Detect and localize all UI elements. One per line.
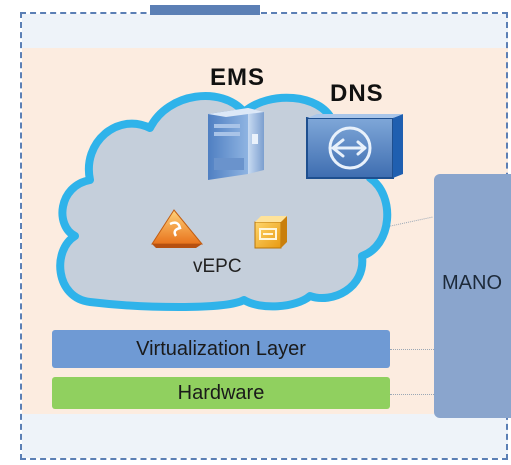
mano-label: MANO [442, 272, 502, 294]
cube-node-icon[interactable] [249, 216, 289, 252]
frame-top-strip [22, 14, 508, 48]
frame-top-tab [150, 5, 260, 15]
frame-bottom-strip [22, 414, 508, 458]
connector-hw-mano [390, 394, 434, 395]
dns-label: DNS [330, 80, 384, 107]
ems-label: EMS [210, 64, 266, 91]
virtualization-layer-bar[interactable]: Virtualization Layer [52, 330, 390, 368]
vepc-label: vEPC [193, 256, 242, 277]
triangle-node-icon[interactable] [150, 208, 204, 248]
router-icon[interactable] [305, 114, 407, 182]
server-icon[interactable] [200, 104, 270, 182]
connector-virt-mano [390, 349, 434, 350]
mano-block[interactable]: MANO [434, 174, 511, 418]
hardware-bar[interactable]: Hardware [52, 377, 390, 409]
